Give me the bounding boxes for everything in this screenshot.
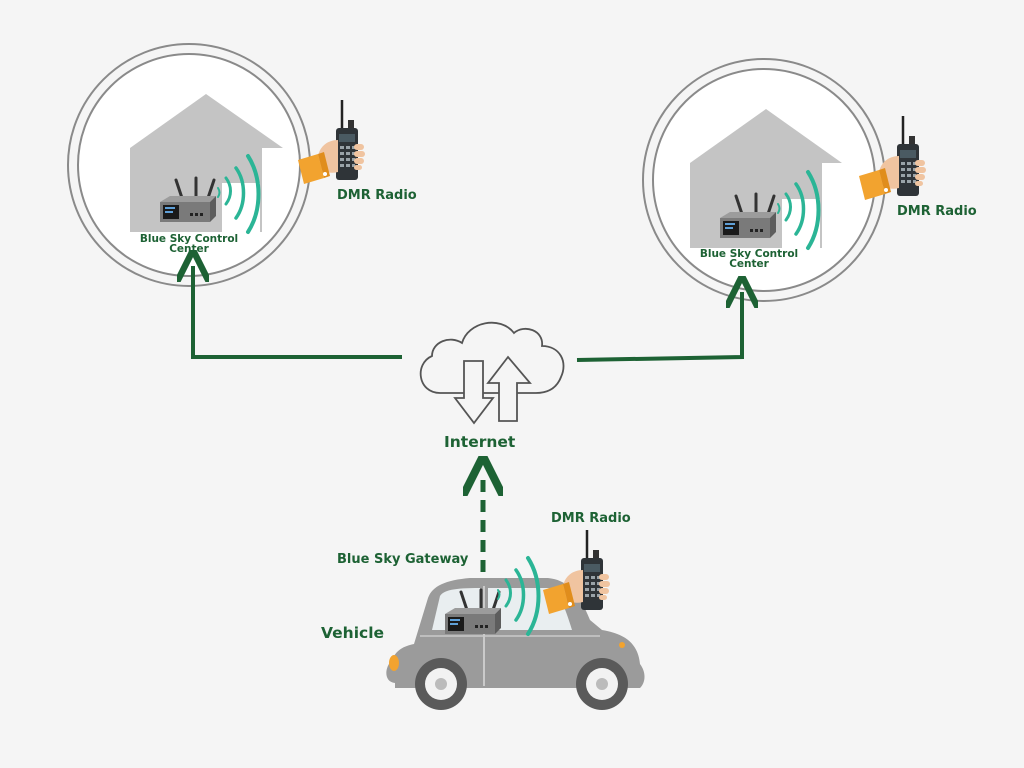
vehicle-radio-label: DMR Radio: [551, 511, 631, 526]
gateway-label: Blue Sky Gateway: [337, 552, 469, 567]
site-right-label-line1: Blue Sky Control: [699, 248, 799, 260]
internet-label: Internet: [444, 433, 516, 451]
site-left-label-line1: Blue Sky Control: [139, 233, 239, 245]
site-right-label-line2: Center: [729, 258, 769, 270]
site-left-label: Blue Sky Control Center: [134, 233, 244, 255]
site-left-label-line2: Center: [169, 243, 209, 255]
site-right-radio-label: DMR Radio: [897, 204, 977, 219]
link-internet-to-right-site: [576, 292, 742, 362]
vehicle-label: Vehicle: [321, 624, 385, 642]
site-left-radio-label: DMR Radio: [337, 188, 417, 203]
dmr-radio-icon: [541, 528, 612, 616]
cloud-transfer-icon: [419, 321, 565, 425]
site-right-label: Blue Sky Control Center: [694, 248, 804, 270]
link-internet-to-left-site: [193, 266, 402, 359]
